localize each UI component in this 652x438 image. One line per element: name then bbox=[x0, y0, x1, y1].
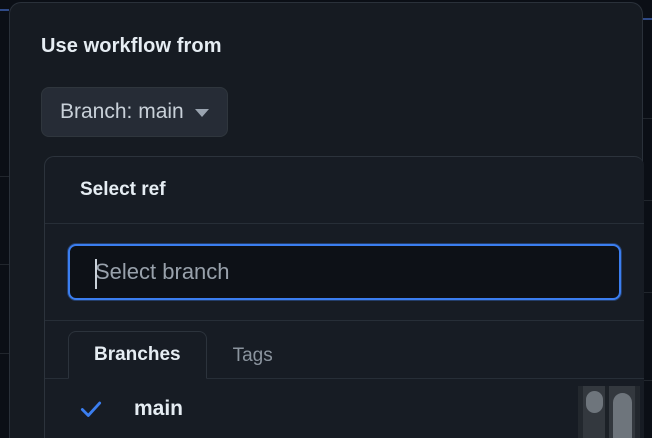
scrollbar-thumb-outer[interactable] bbox=[613, 393, 632, 438]
background-accent-line-right bbox=[643, 18, 652, 20]
branch-search-input[interactable]: Select branch bbox=[68, 244, 621, 300]
list-item[interactable]: main bbox=[45, 385, 644, 433]
chevron-down-icon bbox=[194, 109, 209, 117]
tab-tags[interactable]: Tags bbox=[232, 344, 273, 366]
page-background-right bbox=[643, 0, 652, 438]
background-divider-line-right bbox=[643, 200, 652, 201]
background-accent-line bbox=[0, 9, 9, 11]
search-row: Select branch bbox=[45, 224, 644, 321]
select-ref-title: Select ref bbox=[80, 179, 166, 200]
background-divider-line bbox=[0, 264, 9, 265]
ref-list: main bbox=[45, 379, 644, 433]
scrollbar-edge bbox=[636, 386, 639, 438]
check-icon bbox=[78, 396, 110, 422]
background-divider-line bbox=[0, 353, 9, 354]
branch-selector-button[interactable]: Branch: main bbox=[41, 87, 228, 137]
scrollbar-thumb-inner[interactable] bbox=[586, 391, 603, 413]
branch-selector-label: Branch: main bbox=[60, 100, 184, 123]
background-divider-line-right bbox=[643, 380, 652, 381]
background-divider-line-right bbox=[643, 292, 652, 293]
tabs-underline bbox=[45, 378, 644, 379]
background-divider-line bbox=[0, 176, 9, 177]
text-cursor bbox=[95, 259, 97, 289]
branch-search-placeholder: Select branch bbox=[95, 259, 230, 284]
ref-tabs: Branches Tags bbox=[45, 321, 644, 379]
background-divider-line-right bbox=[643, 118, 652, 119]
scrollbar-gap bbox=[605, 386, 609, 438]
dialog-title: Use workflow from bbox=[41, 35, 222, 57]
select-ref-panel: Select ref Select branch Branches Tags bbox=[44, 156, 644, 438]
list-item-label: main bbox=[134, 397, 184, 420]
select-ref-header: Select ref bbox=[45, 157, 644, 224]
tab-branches[interactable]: Branches bbox=[68, 331, 207, 379]
use-workflow-dialog: Use workflow from Branch: main Select re… bbox=[9, 2, 644, 438]
